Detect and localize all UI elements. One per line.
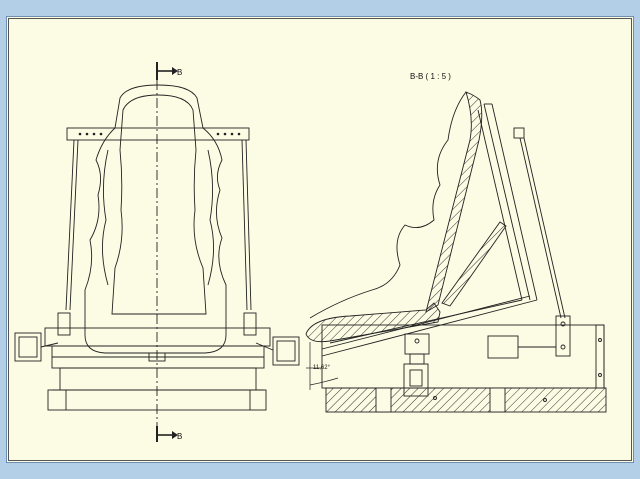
section-bottom-rail [325,387,607,413]
section-view [305,91,607,413]
section-arrow-top [156,62,178,80]
bolster-line-right [207,149,215,286]
seat-cushion-section [305,302,441,343]
section-marker-bottom: B [177,432,182,441]
front-view [14,62,300,442]
top-mount-bar [66,127,250,141]
seat-outer-contour [309,91,467,319]
seat-pan [321,295,538,357]
bracket-right [243,312,257,336]
seat-back-section [425,91,483,313]
section-marker-top: B [177,68,182,77]
angle-dimension [306,342,339,390]
bolster-line-left [101,149,109,286]
seat-shell-inner [111,94,207,315]
section-arrow-bottom [156,426,178,442]
seat-shell-outer [84,84,227,354]
hinge-adjuster [403,333,430,397]
side-box-right [272,336,300,366]
bracket-left [57,312,71,336]
base-frame [44,327,271,411]
back-frame [477,103,538,301]
rear-strut [513,127,571,357]
drawing-sheet [6,16,634,463]
back-brace [441,221,507,307]
section-title: B-B ( 1 : 5 ) [410,72,451,81]
support-rods [65,139,252,311]
angle-dimension-label: 11,62° [313,365,331,371]
side-box-left [14,332,42,362]
sheet-border [8,18,632,461]
